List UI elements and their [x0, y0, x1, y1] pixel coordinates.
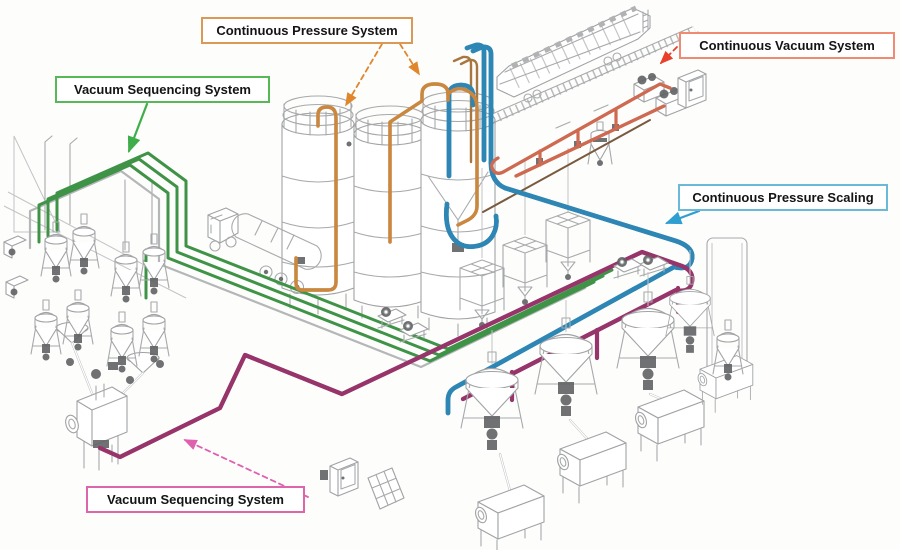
vacuum-sequencing-green-pipes: [28, 151, 614, 369]
vacuum-system-salmon-pipes: [490, 82, 672, 178]
scale-hopper-icon: [616, 291, 680, 391]
railcar: [475, 5, 699, 130]
pressure-scaling-pipes: [446, 45, 692, 416]
transfer-line-brown: [482, 119, 651, 213]
callout-continuous-vacuum-system: Continuous Vacuum System: [679, 32, 895, 60]
frame-bin-icon: [502, 236, 548, 306]
control-panel-icon: [329, 457, 359, 497]
storage-silo-1: [281, 95, 355, 315]
blender-station: [55, 321, 160, 471]
process-lines: [460, 250, 754, 550]
pump-unit-icon: [613, 256, 643, 279]
control-cabinet-icon: [677, 69, 707, 109]
callout-continuous-pressure-system: Continuous Pressure System: [201, 17, 413, 45]
callout-vacuum-sequencing-system-top: Vacuum Sequencing System: [55, 76, 270, 104]
process-machine-icon: [633, 389, 705, 462]
process-machine-icon: [555, 431, 627, 504]
process-machine-icon: [473, 484, 545, 550]
frame-bin-icon: [545, 211, 591, 281]
callout-label: Vacuum Sequencing System: [106, 492, 284, 507]
manifold-grid-icon: [367, 467, 405, 510]
control-panels: [320, 457, 405, 510]
pressure-risers-tan: [452, 55, 479, 167]
pump-unit-icon: [377, 306, 407, 329]
callout-label: Continuous Pressure Scaling: [692, 190, 874, 205]
tanker-truck: [207, 207, 322, 295]
vacuum-receiver-groups: [3, 213, 170, 384]
callout-label: Vacuum Sequencing System: [73, 82, 251, 97]
callout-vacuum-sequencing-system-bottom: Vacuum Sequencing System: [86, 486, 305, 514]
pressure-system-orange-pipes: [294, 82, 479, 292]
callout-label: Continuous Pressure System: [216, 23, 398, 38]
callout-continuous-pressure-scaling: Continuous Pressure Scaling: [678, 184, 888, 212]
callout-label: Continuous Vacuum System: [699, 38, 875, 53]
scale-hopper-icon: [534, 317, 598, 417]
vacuum-station: [536, 69, 707, 167]
